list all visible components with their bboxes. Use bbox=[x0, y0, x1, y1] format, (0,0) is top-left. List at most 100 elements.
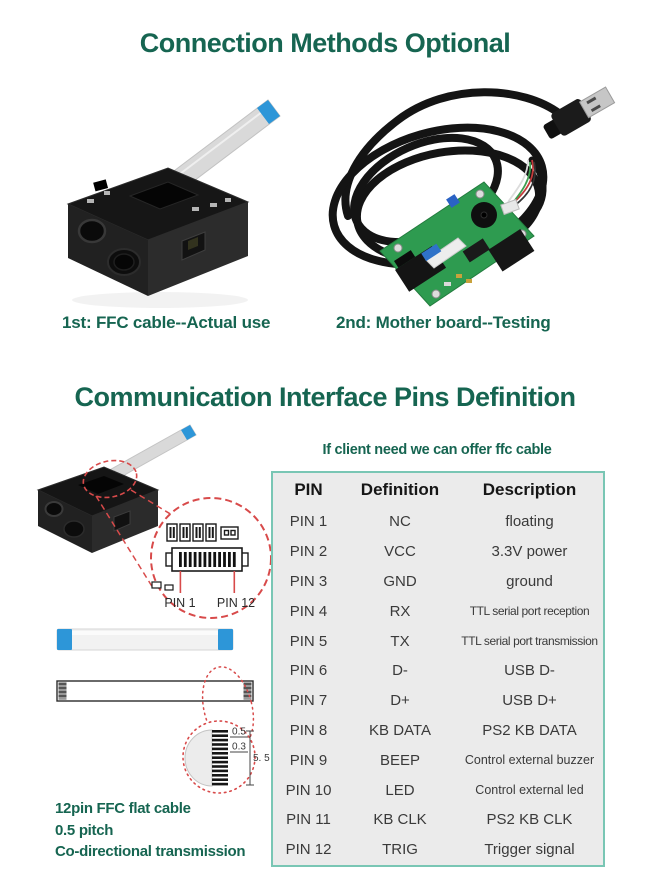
pin12-label: PIN 12 bbox=[217, 596, 255, 610]
pitch-measurement-detail: 0.5 0.3 5. 5 bbox=[182, 720, 270, 794]
table-row: PIN 3 GND ground bbox=[272, 567, 604, 597]
cell-pin: PIN 8 bbox=[289, 721, 328, 739]
cell-pin: PIN 5 bbox=[289, 632, 328, 650]
cell-pin: PIN 12 bbox=[285, 841, 332, 859]
scanner-ffc-photo bbox=[66, 99, 281, 308]
ffc-offer-note: If client need we can offer ffc cable bbox=[322, 442, 552, 458]
table-row: PIN 5 TX TTL serial port transmission bbox=[272, 626, 604, 656]
cell-description: TTL serial port reception bbox=[469, 604, 590, 619]
connector-drawing bbox=[151, 523, 249, 591]
ffc-cable-photo bbox=[56, 628, 234, 651]
scanner-pcb-top bbox=[66, 167, 250, 241]
cell-pin: PIN 3 bbox=[289, 572, 328, 590]
cell-description: Control external led bbox=[475, 783, 584, 798]
breakout-wires bbox=[507, 159, 536, 207]
blue-tab bbox=[57, 629, 72, 650]
section1-title: Connection Methods Optional bbox=[139, 28, 511, 58]
cell-description: PS2 KB DATA bbox=[482, 721, 577, 739]
detail-link-ellipse bbox=[201, 666, 255, 750]
cell-description: Control external buzzer bbox=[464, 753, 595, 768]
dim-contact: 0.3 bbox=[232, 742, 246, 753]
connector-pins bbox=[179, 552, 236, 567]
cell-definition: VCC bbox=[384, 543, 416, 561]
shadow bbox=[72, 292, 248, 308]
blue-tab bbox=[181, 425, 196, 440]
table-row: PIN 8 KB DATA PS2 KB DATA bbox=[272, 716, 604, 746]
col-header-description: Description bbox=[482, 480, 577, 499]
dim-pitch: 0.5 bbox=[232, 727, 246, 738]
pin1-label: PIN 1 bbox=[164, 596, 195, 610]
cell-pin: PIN 4 bbox=[289, 602, 328, 620]
trimpot bbox=[446, 194, 460, 208]
caption-mother-board: 2nd: Mother board--Testing bbox=[336, 313, 551, 332]
cell-description: Trigger signal bbox=[484, 841, 575, 859]
cell-definition: RX bbox=[389, 602, 411, 620]
note-line: 0.5 pitch bbox=[55, 821, 114, 839]
table-row: PIN 9 BEEP Control external buzzer bbox=[272, 745, 604, 775]
connector-callout-ellipse bbox=[82, 459, 138, 499]
table-row: PIN 7 D+ USB D+ bbox=[272, 686, 604, 716]
ffc-strip bbox=[425, 237, 467, 269]
cell-description: USB D+ bbox=[502, 692, 557, 710]
chip bbox=[128, 181, 200, 210]
cell-pin: PIN 2 bbox=[289, 543, 328, 561]
ffc-notes: 12pin FFC flat cable 0.5 pitch Co-direct… bbox=[55, 798, 246, 863]
cell-definition: BEEP bbox=[379, 751, 421, 769]
cell-definition: TX bbox=[390, 632, 410, 650]
contact-comb bbox=[212, 730, 228, 786]
cell-definition: GND bbox=[383, 572, 417, 590]
table-row: PIN 6 D- USB D- bbox=[272, 656, 604, 686]
cell-definition: KB DATA bbox=[369, 721, 431, 739]
callout-line bbox=[130, 489, 173, 516]
cell-description: 3.3V power bbox=[491, 543, 568, 561]
cell-definition: D- bbox=[392, 662, 408, 680]
lens-opening bbox=[44, 501, 64, 517]
cell-definition: TRIG bbox=[382, 841, 418, 859]
cell-description: TTL serial port transmission bbox=[461, 634, 598, 649]
cell-description: ground bbox=[506, 572, 553, 590]
table-row: PIN 11 KB CLK PS2 KB CLK bbox=[272, 805, 604, 835]
lens-opening bbox=[77, 218, 107, 244]
cell-pin: PIN 9 bbox=[289, 751, 328, 769]
col-header-pin: PIN bbox=[294, 480, 323, 499]
cell-description: floating bbox=[505, 513, 554, 531]
cell-pin: PIN 7 bbox=[289, 692, 328, 710]
table-row: PIN 4 RX TTL serial port reception bbox=[272, 596, 604, 626]
component bbox=[93, 179, 109, 192]
cell-description: PS2 KB CLK bbox=[486, 811, 573, 829]
cell-definition: LED bbox=[385, 781, 415, 799]
table-row: PIN 2 VCC 3.3V power bbox=[272, 537, 604, 567]
connector-block bbox=[488, 229, 535, 272]
motherboard-usb-photo bbox=[328, 86, 616, 307]
ffc-pin-diagram: PIN 1 PIN 12 bbox=[36, 424, 272, 794]
cell-pin: PIN 11 bbox=[286, 811, 331, 829]
scanner-module-small bbox=[36, 424, 197, 553]
cell-definition: D+ bbox=[390, 692, 410, 710]
cell-pin: PIN 6 bbox=[289, 662, 328, 680]
note-line: Co-directional transmission bbox=[55, 843, 246, 860]
cell-pin: PIN 1 bbox=[289, 513, 328, 531]
col-header-definition: Definition bbox=[360, 480, 440, 499]
wire-connector bbox=[500, 198, 520, 216]
usb-plug bbox=[543, 86, 616, 139]
lens-shape bbox=[184, 729, 213, 787]
callout-line bbox=[95, 495, 154, 589]
scanner-body bbox=[68, 202, 248, 296]
speaker bbox=[63, 520, 85, 538]
ffc-cable-drawing bbox=[56, 680, 254, 702]
table-header-row: PIN Definition Description bbox=[272, 472, 604, 507]
dim-depth: 5. 5 bbox=[253, 753, 270, 764]
blue-tab bbox=[257, 100, 280, 124]
blue-tab bbox=[218, 629, 233, 650]
cell-description: USB D- bbox=[504, 662, 555, 680]
note-line: 12pin FFC flat cable bbox=[55, 800, 191, 817]
table-row: PIN 12 TRIG Trigger signal bbox=[272, 835, 604, 866]
cell-definition: KB CLK bbox=[373, 811, 427, 829]
section2-title: Communication Interface Pins Definition bbox=[74, 382, 576, 412]
caption-ffc-cable: 1st: FFC cable--Actual use bbox=[62, 313, 271, 332]
pcb-board bbox=[379, 181, 535, 307]
